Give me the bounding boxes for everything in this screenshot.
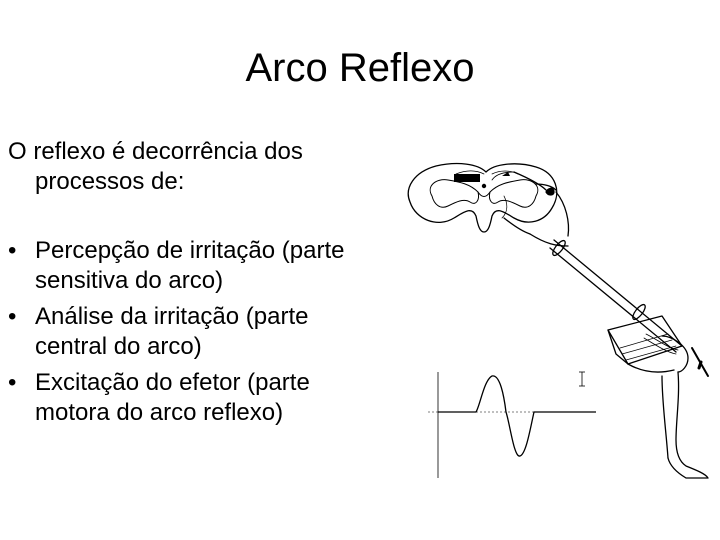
intro-text: O reflexo é decorrência dos processos de… bbox=[8, 137, 398, 197]
bullet-list: • Percepção de irritação (parte sensitiv… bbox=[8, 236, 400, 434]
bullet-line-1: Análise da irritação (parte bbox=[35, 303, 309, 330]
bullet-line-1: Percepção de irritação (parte bbox=[35, 237, 345, 264]
bullet-dot: • bbox=[8, 237, 17, 264]
dorsal-root-icon bbox=[513, 171, 570, 237]
bullet-line-2: sensitiva do arco) bbox=[35, 267, 224, 294]
leg-icon bbox=[607, 315, 709, 479]
bullet-dot: • bbox=[8, 369, 17, 396]
bullet-line-1: Excitação do efetor (parte bbox=[35, 369, 310, 396]
waveform-trace bbox=[428, 371, 596, 478]
intro-line-1: O reflexo é decorrência dos bbox=[8, 138, 303, 165]
intro-line-2: processos de: bbox=[35, 168, 185, 195]
muscle-icon bbox=[619, 333, 677, 361]
bullet-line-2: central do arco) bbox=[35, 333, 202, 360]
spinal-cord-icon bbox=[407, 162, 558, 233]
reflex-arc-illustration bbox=[396, 140, 720, 485]
slide-title: Arco Reflexo bbox=[245, 46, 475, 90]
bullet-item: • Excitação do efetor (parte motora do a… bbox=[8, 368, 400, 428]
peripheral-nerve-icon bbox=[529, 233, 683, 353]
bullet-dot: • bbox=[8, 303, 17, 330]
bullet-line-2: motora do arco reflexo) bbox=[35, 399, 284, 426]
bullet-item: • Percepção de irritação (parte sensitiv… bbox=[8, 236, 400, 296]
reflex-arc-svg bbox=[407, 162, 709, 479]
ventral-root-icon bbox=[503, 217, 531, 235]
bullet-item: • Análise da irritação (parte central do… bbox=[8, 302, 400, 362]
